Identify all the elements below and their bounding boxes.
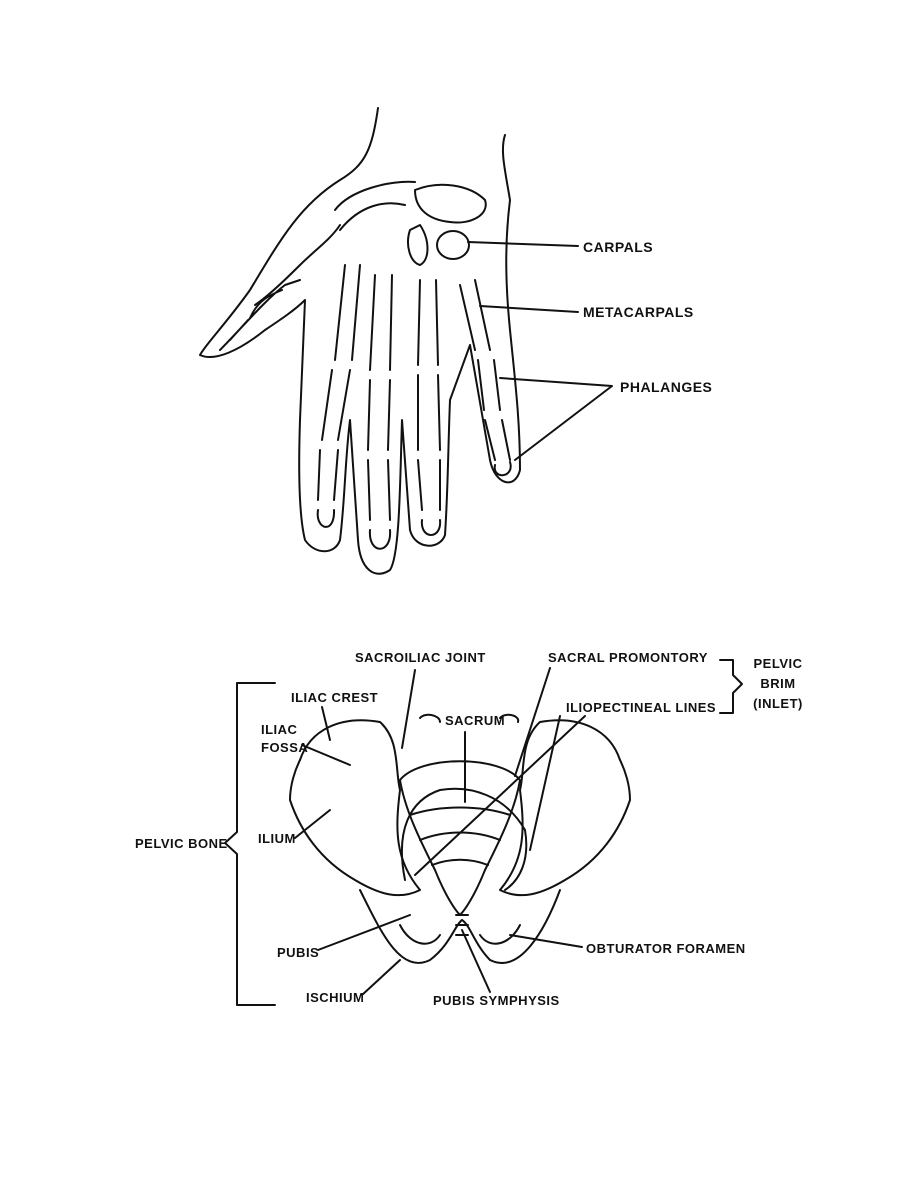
label-iliac-fossa-line1: ILIAC (261, 722, 298, 737)
symphysis-leader (461, 929, 491, 993)
label-metacarpals: METACARPALS (583, 304, 694, 320)
pubic-arch (359, 889, 561, 964)
label-ilium: ILIUM (258, 831, 296, 846)
label-pubis-symphysis: PUBIS SYMPHYSIS (433, 993, 560, 1008)
iliac-fossa-leader (301, 744, 351, 766)
pelvis-drawing (289, 713, 631, 964)
label-carpals: CARPALS (583, 239, 654, 255)
label-sacroiliac-joint: SACROILIAC JOINT (355, 650, 486, 665)
label-pelvic-brim-line1: PELVIC (753, 656, 803, 671)
label-sacrum: SACRUM (445, 713, 506, 728)
label-sacral-promontory: SACRAL PROMONTORY (548, 650, 708, 665)
hand-skeleton-drawing (199, 107, 521, 575)
label-iliac-crest: ILIAC CREST (291, 690, 379, 705)
right-ilium (499, 719, 631, 897)
sacrum (399, 760, 521, 916)
promontory-leader (514, 667, 551, 777)
label-pelvic-brim: PELVIC BRIM (INLET) (748, 656, 808, 711)
obturator-leader (509, 934, 583, 948)
hand-outline (199, 107, 521, 575)
label-pelvic-brim-line2: BRIM (760, 676, 796, 691)
iliac-crest-leader (321, 706, 331, 741)
label-pelvic-bone: PELVIC BONE (135, 836, 228, 851)
label-iliac-fossa: ILIAC FOSSA (261, 722, 308, 755)
pelvic-brim-bracket (719, 659, 743, 714)
ischium-leader (361, 959, 401, 996)
carpals-leader (467, 241, 579, 247)
left-ilium (289, 719, 421, 897)
label-pubis: PUBIS (277, 945, 320, 960)
phalanges-leader (499, 377, 613, 461)
pelvic-brim (400, 787, 528, 891)
pelvic-bone-bracket (224, 682, 276, 1006)
label-ischium: ISCHIUM (306, 990, 365, 1005)
label-phalanges: PHALANGES (620, 379, 713, 395)
label-pelvic-brim-line3: (INLET) (753, 696, 803, 711)
ilium-leader (294, 809, 331, 839)
label-obturator-foramen: OBTURATOR FORAMEN (586, 941, 746, 956)
label-iliac-fossa-line2: FOSSA (261, 740, 309, 755)
sacroiliac-leader (401, 669, 416, 749)
pubis-leader (317, 914, 411, 951)
iliopectineal-leader (414, 715, 586, 876)
metacarpals-leader (479, 305, 579, 313)
label-iliopectineal-lines: ILIOPECTINEAL LINES (566, 700, 717, 715)
